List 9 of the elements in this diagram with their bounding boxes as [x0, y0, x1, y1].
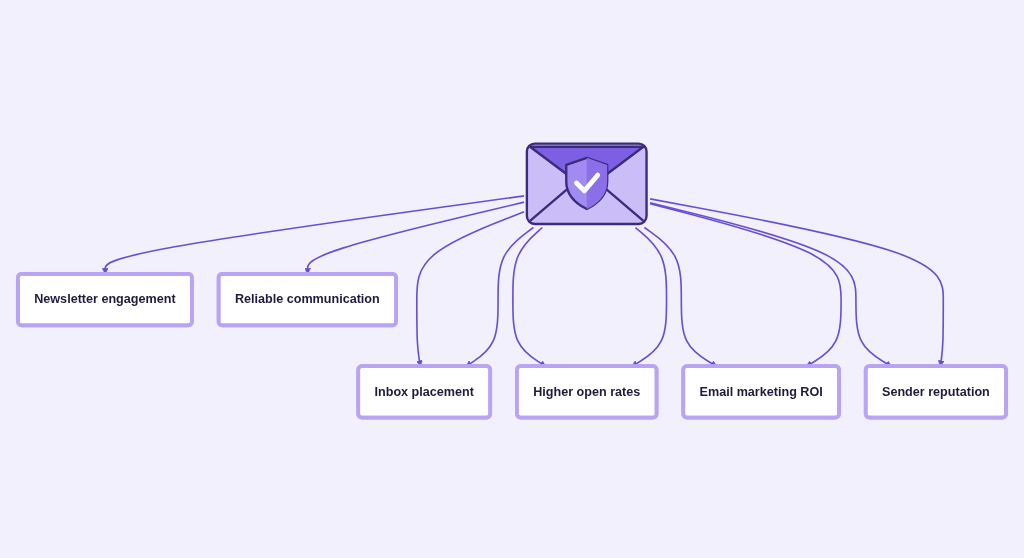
arrow [631, 226, 668, 367]
arrow [416, 211, 525, 367]
arrow [649, 201, 892, 367]
node-picture [523, 140, 650, 228]
arrow [643, 226, 718, 367]
arrow [649, 202, 842, 367]
arrow [512, 226, 547, 367]
arrow [465, 226, 535, 367]
arrow [649, 198, 945, 367]
